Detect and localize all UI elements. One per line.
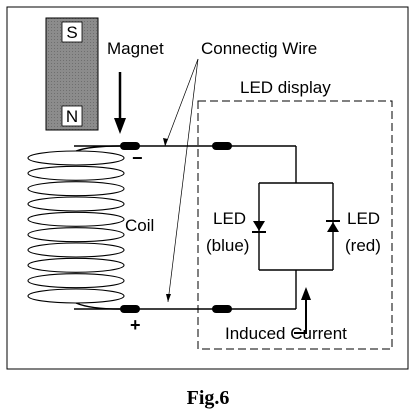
magnet-north-box xyxy=(61,105,83,127)
coil-turn xyxy=(27,165,125,181)
led-blue-diode xyxy=(252,221,266,233)
coil xyxy=(27,145,125,310)
coil-turn xyxy=(27,211,125,227)
connector-top-left xyxy=(120,142,140,150)
coil-turn xyxy=(27,288,125,304)
terminal-minus-sign: − xyxy=(132,148,143,168)
magnet-south-box xyxy=(61,21,83,43)
coil-turn xyxy=(27,257,125,273)
wire-connectors xyxy=(120,142,232,313)
led-blue-label-line2: (blue) xyxy=(206,236,249,255)
led-red-label-line1: LED xyxy=(347,209,380,228)
magnet: S N xyxy=(45,17,99,131)
magnet-south-label: S xyxy=(66,23,77,42)
connecting-wire-label: Connectig Wire xyxy=(201,39,317,58)
coil-lead-bottom xyxy=(75,302,121,310)
led-display-box xyxy=(197,100,393,350)
magnet-north-label: N xyxy=(66,107,78,126)
motion-arrow xyxy=(114,72,126,134)
terminal-plus-sign: + xyxy=(130,315,141,335)
coil-turn xyxy=(27,181,125,197)
connecting-wire-pointers xyxy=(163,58,199,303)
led-display-label: LED display xyxy=(240,78,331,97)
circuit-wires xyxy=(74,145,334,310)
figure-caption: Fig.6 xyxy=(187,387,230,409)
connector-bottom-left xyxy=(120,305,140,313)
coil-turn xyxy=(27,196,125,212)
led-blue-label-line1: LED xyxy=(213,209,246,228)
connector-top-right xyxy=(212,142,232,150)
coil-turn xyxy=(27,242,125,258)
induced-current-arrow xyxy=(294,287,311,334)
coil-turn xyxy=(27,150,125,166)
magnet-label: Magnet xyxy=(107,39,164,58)
induced-current-label: Induced Current xyxy=(225,324,347,343)
coil-turn xyxy=(27,227,125,243)
figure-frame xyxy=(6,6,409,370)
coil-lead-top xyxy=(75,145,121,152)
coil-turn xyxy=(27,273,125,289)
led-red-label-line2: (red) xyxy=(345,236,381,255)
coil-label: Coil xyxy=(125,216,154,235)
connector-bottom-right xyxy=(212,305,232,313)
led-red-diode xyxy=(326,220,340,232)
